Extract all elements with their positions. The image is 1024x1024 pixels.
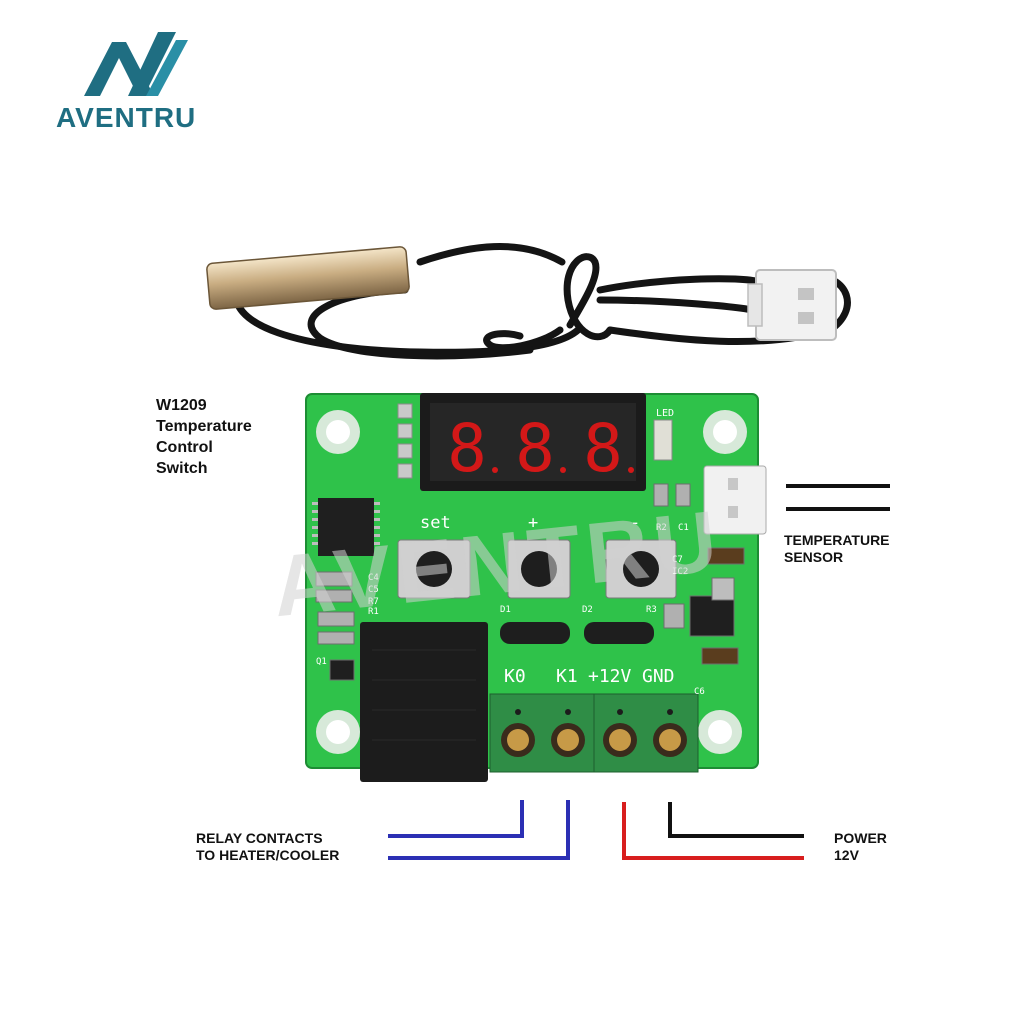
product-title-line: Switch [156,460,208,477]
brand-logo-text: AVENTRU [56,102,197,133]
relay-wire [388,800,570,860]
callout-line: POWER [834,830,887,846]
component-label: D1 [500,605,511,615]
callout-line: SENSOR [784,549,844,565]
sensor-connector [703,465,767,535]
product-title-line: Control [156,439,213,456]
mounting-holes [316,410,747,754]
component-label: C5 [368,585,379,595]
power-positive-wire [622,802,804,860]
callout-line: RELAY CONTACTS [196,830,323,846]
product-title-label: W1209 Temperature Control Switch [156,395,252,479]
minus-button-label: - [630,513,640,533]
led-label: LED [656,408,674,419]
relay [360,622,488,782]
display-digit-2: 8 [515,410,555,487]
component-label: C4 [368,573,379,583]
component-label: C1 [678,523,689,533]
callout-line: TEMPERATURE [784,532,890,548]
push-buttons [397,539,677,599]
component-label: R1 [368,607,379,617]
set-button-label: set [420,513,451,533]
callout-line: 12V [834,847,859,863]
component-label: R3 [646,605,657,615]
display-digit-1: 8 [447,410,487,487]
callout-line: TO HEATER/COOLER [196,847,340,863]
component-label: R7 [368,597,379,607]
product-title-line: W1209 [156,397,207,414]
component-label: Q1 [316,657,327,667]
screw-terminals [489,693,699,773]
temperature-sensor-label: TEMPERATURE SENSOR [784,532,890,566]
relay-wire [388,800,524,838]
component-label: C7 [672,555,683,565]
terminal-label-k1: K1 [556,666,578,687]
component-label: IC2 [672,567,688,577]
terminal-label-k0: K0 [504,666,526,687]
component-label: D2 [582,605,593,615]
relay-contacts-label: RELAY CONTACTS TO HEATER/COOLER [196,830,339,864]
microcontroller-chip [318,498,374,556]
component-label: R2 [656,523,667,533]
terminal-label-gnd: GND [642,666,675,687]
power-label: POWER 12V [834,830,887,864]
display-digits: 8 8 8 [447,410,623,487]
terminal-label-12v: +12V [588,666,632,687]
product-title-line: Temperature [156,418,252,435]
plus-button-label: + [528,513,538,533]
display-digit-3: 8 [583,410,623,487]
component-label: C6 [694,687,705,697]
diodes [500,622,654,644]
power-ground-wire [668,802,804,838]
